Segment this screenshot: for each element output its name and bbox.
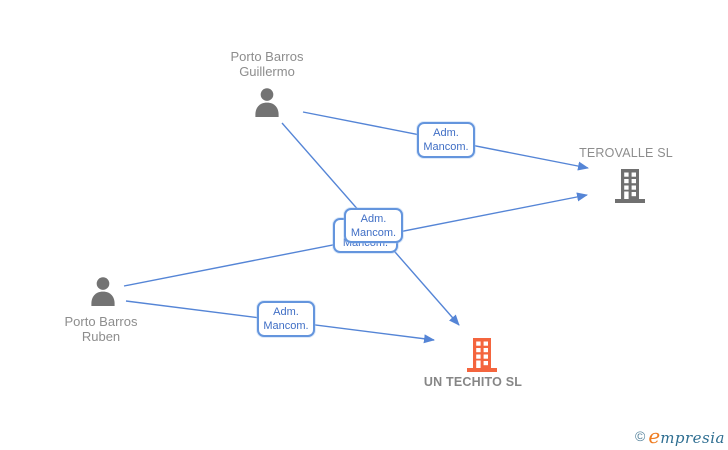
- edge-label-line: Adm.: [360, 213, 387, 225]
- copyright-icon: ©: [635, 428, 646, 444]
- node-label-porto-barros-ruben: Porto Barros Ruben: [31, 314, 171, 344]
- empresia-logo[interactable]: ©empresia: [635, 426, 725, 448]
- edge-label-line: Adm.: [273, 306, 299, 318]
- building-icon: [467, 338, 497, 372]
- label-line: Ruben: [81, 329, 121, 344]
- company-name: UN TECHITO SL: [423, 375, 523, 389]
- company-name: TEROVALLE SL: [579, 146, 673, 160]
- label-line: Porto Barros: [230, 49, 304, 64]
- edge-label-ruben-untechito: Adm. Mancom.: [257, 301, 315, 337]
- edge-label-line: Mancom.: [263, 320, 309, 332]
- node-label-porto-barros-guillermo: Porto Barros Guillermo: [197, 49, 337, 79]
- edge-label-line: Mancom.: [423, 141, 469, 153]
- brand-text: mpresia: [660, 429, 725, 447]
- node-terovalle[interactable]: [611, 166, 649, 211]
- person-icon: [255, 88, 279, 117]
- edge-label-guillermo-untechito: Adm. Mancom.: [344, 208, 403, 243]
- node-porto-barros-ruben[interactable]: [86, 275, 120, 316]
- label-line: Guillermo: [239, 64, 295, 79]
- person-icon: [91, 277, 115, 306]
- edge-label-line: Adm.: [433, 127, 459, 139]
- building-icon: [615, 169, 645, 203]
- brand-letter-e: e: [648, 424, 661, 448]
- node-porto-barros-guillermo[interactable]: [250, 86, 284, 127]
- edge-label-line: Mancom.: [350, 227, 397, 239]
- edge-label-guillermo-terovalle: Adm. Mancom.: [417, 122, 475, 158]
- node-label-terovalle: TEROVALLE SL: [556, 146, 696, 161]
- node-un-techito[interactable]: [463, 335, 501, 380]
- node-label-un-techito: UN TECHITO SL: [403, 375, 543, 390]
- label-line: Porto Barros: [64, 314, 138, 329]
